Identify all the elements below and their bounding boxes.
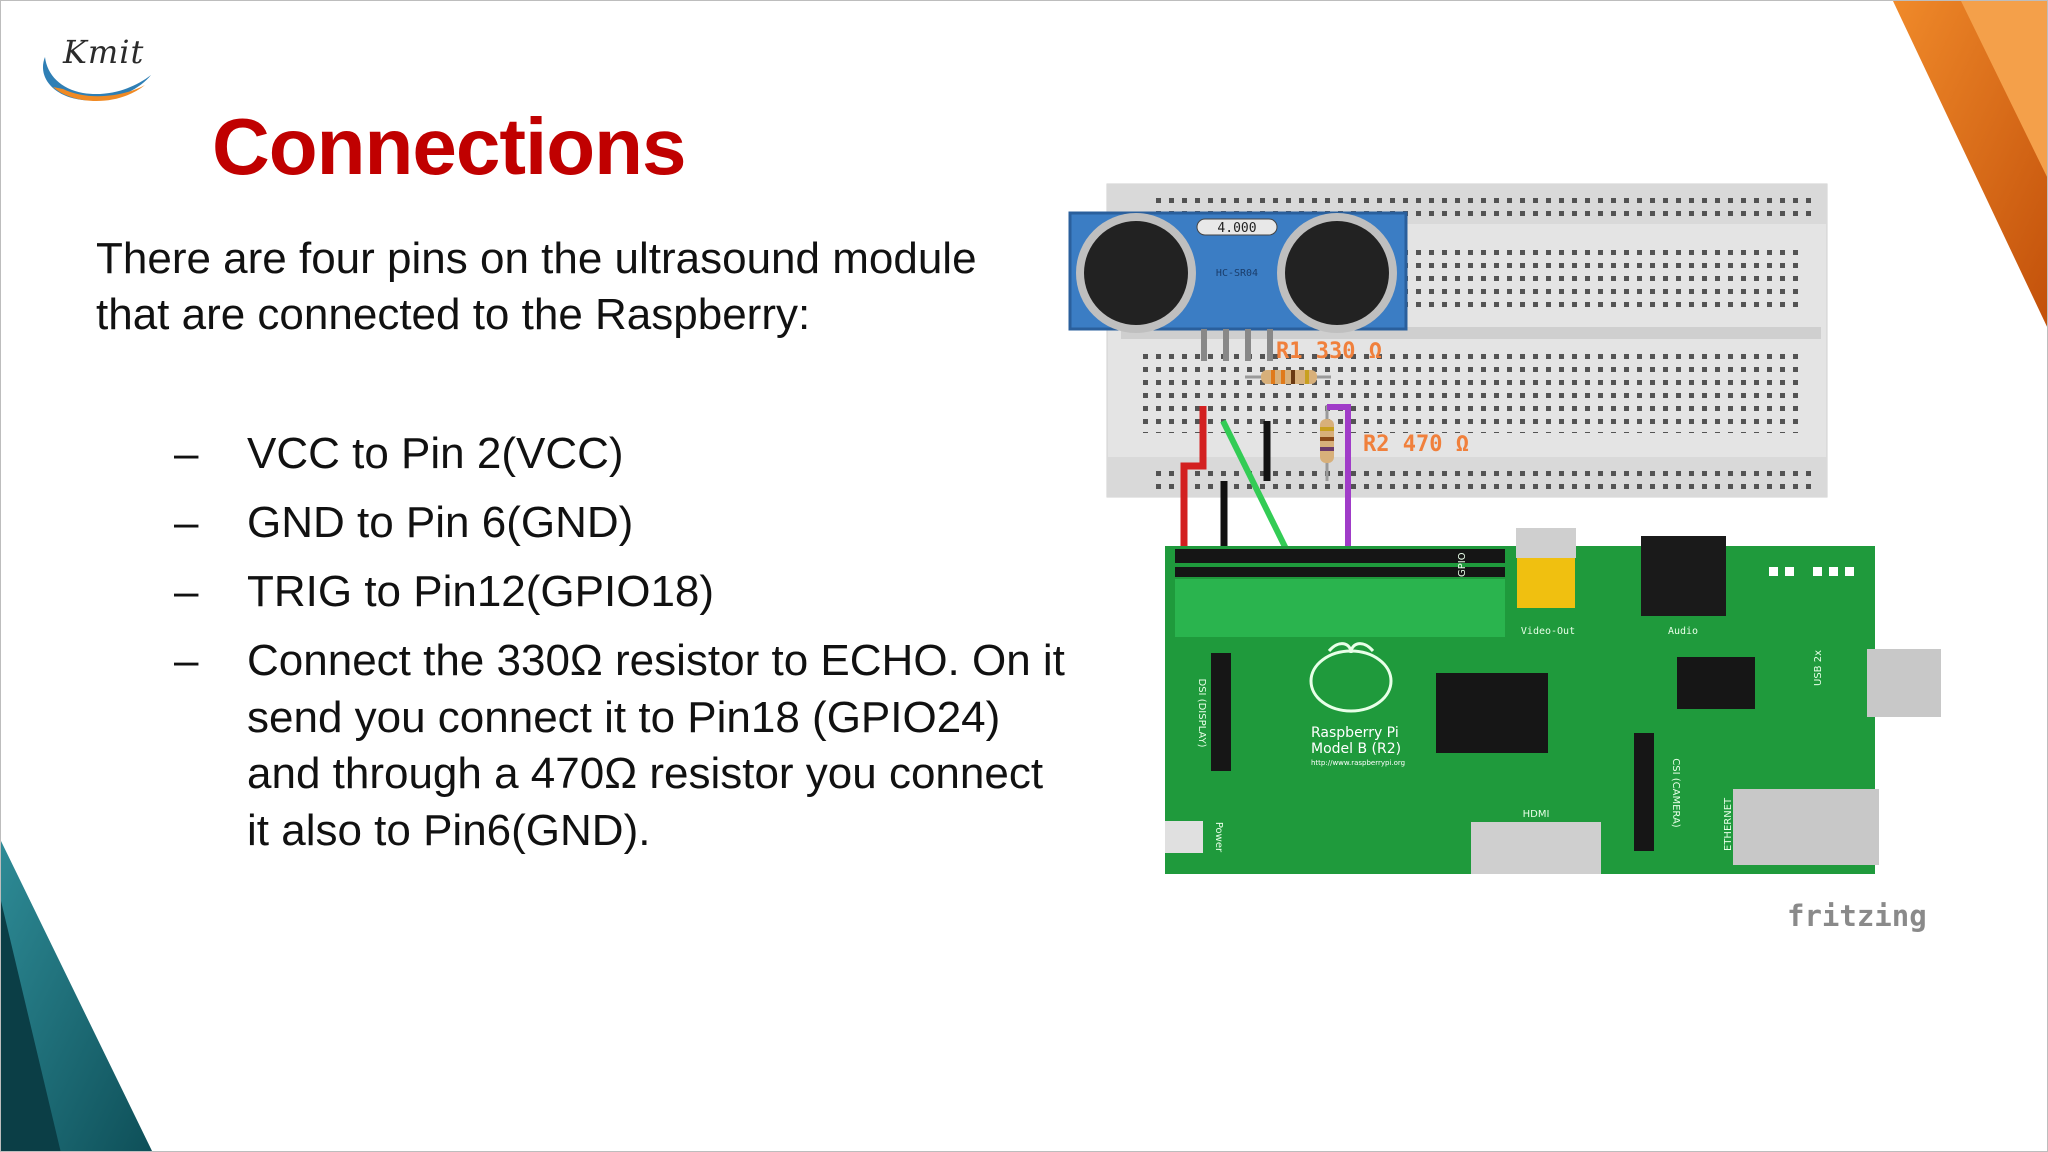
bullet-list: – VCC to Pin 2(VCC) – GND to Pin 6(GND) … (171, 426, 1071, 872)
slide-title: Connections (212, 102, 686, 191)
bullet-item: – TRIG to Pin12(GPIO18) (171, 564, 1071, 621)
resistor-r1 (1245, 370, 1331, 384)
csi-label: CSI (CAMERA) (1670, 758, 1681, 828)
sensor-display: 4.000 (1217, 221, 1256, 236)
bullet-item: – Connect the 330Ω resistor to ECHO. On … (171, 633, 1071, 859)
board-url: http://www.raspberrypi.org (1311, 759, 1405, 767)
kmit-logo (42, 57, 151, 101)
ultrasonic-sensor: 4.000 HC-SR04 (1068, 211, 1408, 333)
raspberry-logo-icon (1309, 642, 1393, 713)
bullet-text: VCC to Pin 2(VCC) (247, 429, 624, 478)
board-name: Raspberry Pi (1311, 725, 1399, 741)
wiring-diagram: 4.000 HC-SR04 R1 330 Ω R2 470 Ω (1068, 183, 1941, 874)
usb-label: USB 2x (1813, 650, 1824, 686)
bullet-dash: – (174, 636, 199, 685)
audio-label: Audio (1668, 626, 1698, 637)
logo-text: Kmit (63, 33, 145, 71)
bullet-text: GND to Pin 6(GND) (247, 498, 634, 547)
board-model: Model B (R2) (1311, 741, 1401, 757)
raspberry-pi-board: GPIO Video-Out Audio USB 2x ETHERNET HDM… (1165, 528, 1941, 874)
r2-label: R2 470 Ω (1363, 432, 1469, 457)
bullet-text: Connect the 330Ω resistor to ECHO. On it… (247, 636, 1065, 855)
bullet-dash: – (174, 498, 199, 547)
ethernet-label: ETHERNET (1723, 797, 1734, 851)
dsi-label: DSI (DISPLAY) (1196, 679, 1207, 748)
r1-label: R1 330 Ω (1276, 339, 1382, 364)
bullet-item: – GND to Pin 6(GND) (171, 495, 1071, 552)
hdmi-label: HDMI (1523, 809, 1550, 820)
teal-corner-dark (1, 901, 61, 1151)
intro-text: There are four pins on the ultrasound mo… (96, 234, 977, 339)
bullet-dash: – (174, 429, 199, 478)
gpio-label: GPIO (1457, 552, 1468, 577)
sensor-pins (1201, 329, 1273, 361)
bullet-text: TRIG to Pin12(GPIO18) (247, 567, 715, 616)
fritzing-watermark: fritzing (1787, 899, 1927, 933)
power-label: Power (1213, 822, 1224, 853)
orange-corner-light (1961, 1, 2047, 177)
bullet-dash: – (174, 567, 199, 616)
sensor-model: HC-SR04 (1216, 268, 1258, 279)
video-out-label: Video-Out (1521, 626, 1575, 637)
resistor-r2 (1320, 405, 1334, 481)
bullet-item: – VCC to Pin 2(VCC) (171, 426, 1071, 483)
